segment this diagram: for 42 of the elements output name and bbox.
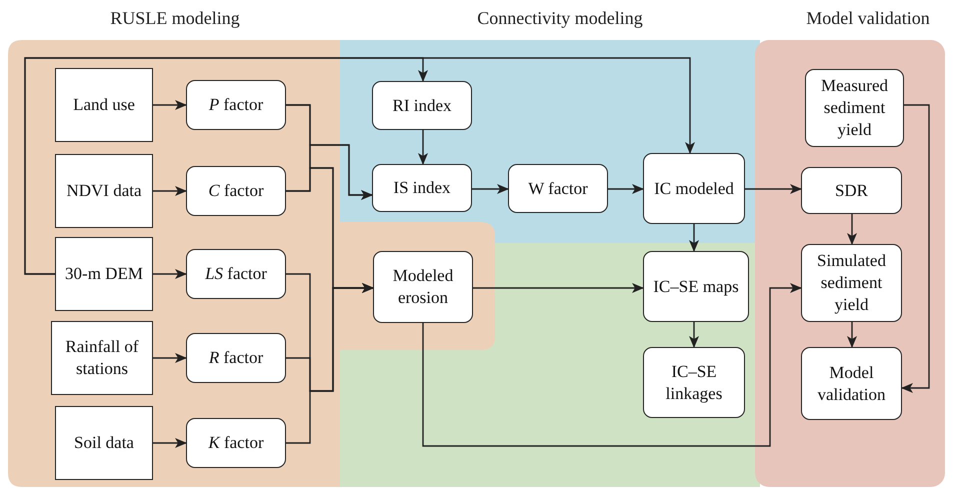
- arrow: [472, 184, 509, 194]
- process-box: IS index: [372, 164, 472, 212]
- section-heading: Model validation: [806, 7, 930, 30]
- input-box: Soil data: [55, 406, 153, 480]
- process-box: W factor: [508, 164, 608, 213]
- input-box: Land use: [55, 68, 153, 142]
- arrow: [473, 283, 644, 293]
- process-box: IC–SE linkages: [643, 347, 745, 418]
- arrow: [689, 322, 699, 348]
- arrow: [153, 100, 187, 110]
- arrow: [847, 214, 857, 245]
- process-box: RI index: [372, 81, 472, 130]
- process-box: C factor: [186, 166, 286, 216]
- process-box: Measured sediment yield: [805, 69, 904, 147]
- process-box: SDR: [801, 167, 902, 214]
- arrow: [153, 438, 187, 448]
- section-heading: RUSLE modeling: [110, 7, 240, 30]
- process-box: Simulated sediment yield: [801, 244, 902, 322]
- process-box: P factor: [186, 80, 286, 130]
- arrow: [24, 57, 695, 275]
- arrow: [418, 130, 428, 165]
- input-box: Rainfall of stations: [51, 321, 153, 395]
- arrow: [153, 186, 187, 196]
- arrow: [745, 184, 802, 194]
- process-box: K factor: [186, 418, 286, 468]
- section-heading: Connectivity modeling: [477, 7, 643, 30]
- arrow: [286, 283, 374, 444]
- process-box: R factor: [186, 333, 286, 383]
- arrow: [901, 104, 930, 393]
- arrow: [847, 322, 857, 348]
- input-box: NDVI data: [55, 154, 153, 228]
- arrow: [153, 353, 187, 363]
- process-box: LS factor: [186, 249, 286, 299]
- arrow: [608, 184, 644, 194]
- arrow: [153, 269, 187, 279]
- process-box: Modeled erosion: [373, 251, 473, 323]
- arrow: [689, 224, 699, 252]
- arrow: [422, 283, 802, 447]
- process-box: IC–SE maps: [643, 251, 749, 322]
- input-box: 30-m DEM: [55, 237, 153, 311]
- process-box: IC modeled: [643, 153, 745, 224]
- process-box: Model validation: [801, 347, 902, 420]
